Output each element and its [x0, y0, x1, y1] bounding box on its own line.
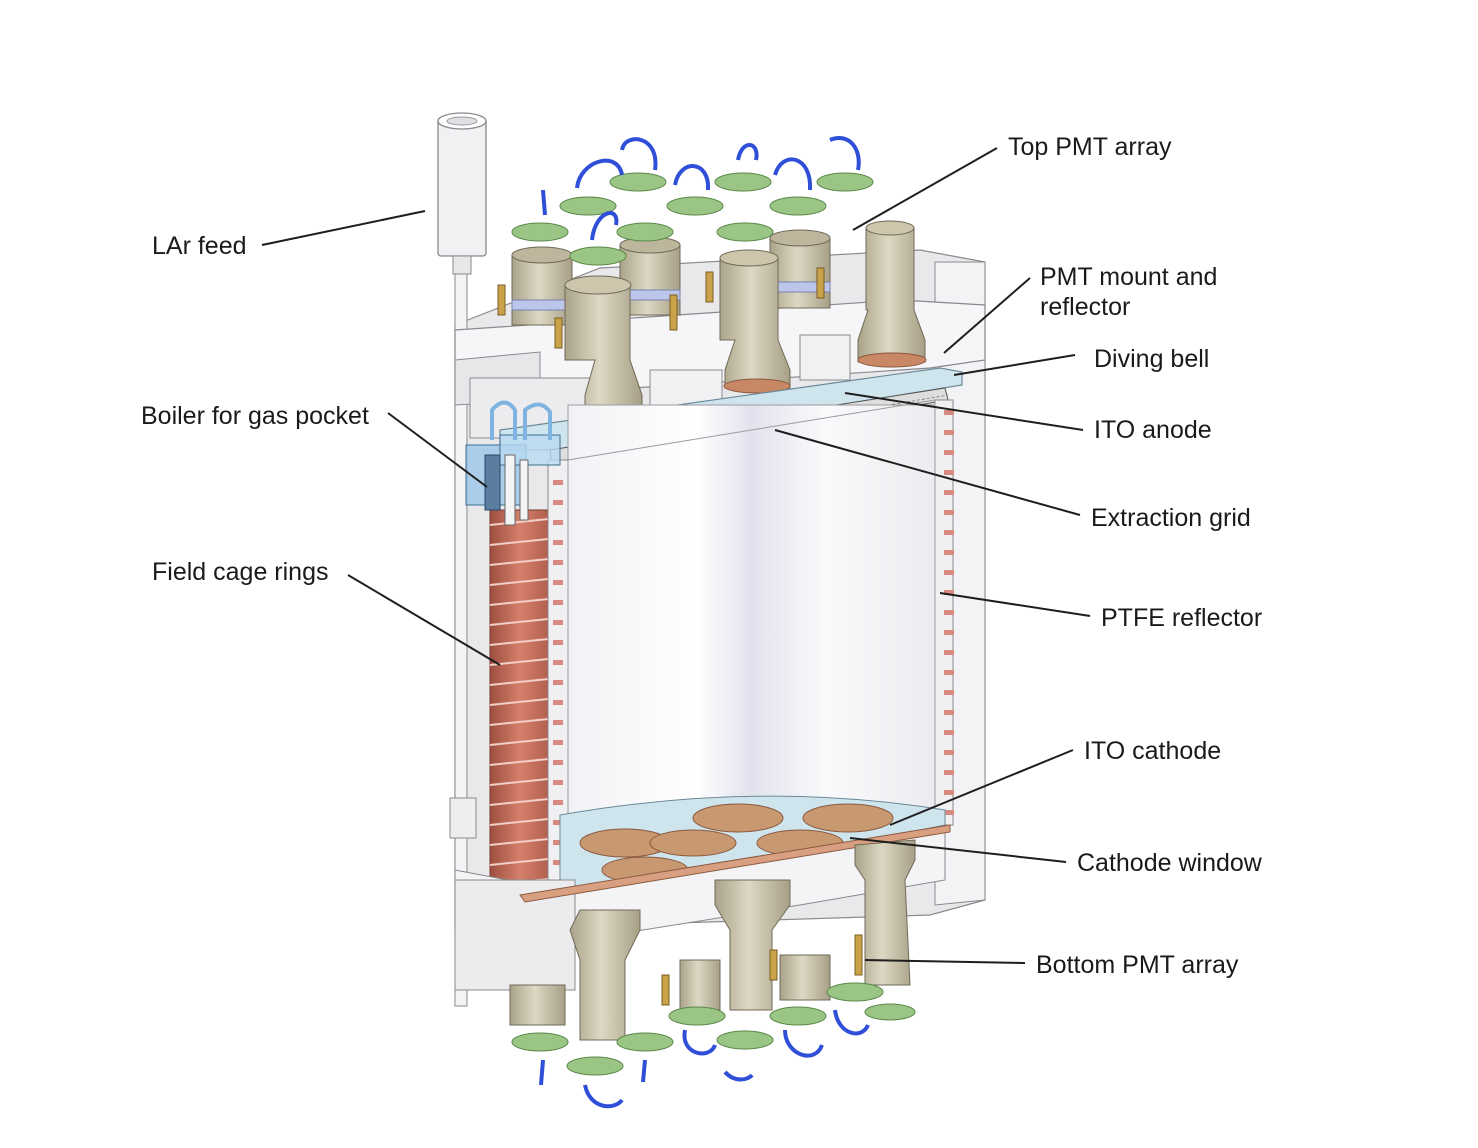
field-cage-ring-edge: [553, 700, 563, 705]
field-cage-ring-edge: [944, 630, 954, 635]
field-cage-ring-edge: [553, 660, 563, 665]
leader-ito-anode: [844, 392, 1084, 431]
field-cage-ring-edge: [553, 580, 563, 585]
field-cage: [489, 399, 954, 901]
label-ito-anode: ITO anode: [1094, 416, 1212, 444]
field-cage-ring-edge: [944, 610, 954, 615]
field-cage-ring-edge: [944, 470, 954, 475]
field-cage-ring-edge: [553, 640, 563, 645]
boiler: [465, 400, 561, 526]
field-cage-ring-edge: [944, 770, 954, 775]
leader-extraction-grid: [774, 429, 1081, 516]
field-cage-ring-edge: [944, 550, 954, 555]
field-cage-ring-edge: [944, 450, 954, 455]
field-cage-ring-edge: [944, 570, 954, 575]
field-cage-ring-edge: [944, 690, 954, 695]
leader-ptfe: [939, 592, 1091, 617]
field-cage-ring-edge: [553, 740, 563, 745]
label-ito-cathode: ITO cathode: [1084, 737, 1222, 765]
leader-bottom-pmt: [864, 959, 1026, 964]
field-cage-ring-edge: [553, 480, 563, 485]
field-cage-ring-edge: [944, 650, 954, 655]
field-cage-ring-edge: [553, 760, 563, 765]
leader-ito-cathode: [889, 749, 1074, 826]
field-cage-ring-edge: [944, 670, 954, 675]
field-cage-ring-edge: [944, 810, 954, 815]
label-diving-bell: Diving bell: [1094, 345, 1210, 373]
field-cage-ring-edge: [944, 790, 954, 795]
label-extraction-grid: Extraction grid: [1091, 504, 1251, 532]
label-ptfe-reflector: PTFE reflector: [1101, 604, 1263, 632]
label-pmt-mount-line2: reflector: [1040, 293, 1131, 321]
label-field-cage: Field cage rings: [152, 558, 329, 586]
field-cage-ring-edge: [553, 840, 563, 845]
field-cage-ring-edge: [944, 430, 954, 435]
field-cage-ring-edge: [944, 590, 954, 595]
field-cage-ring-edge: [944, 410, 954, 415]
cathode-and-bottom: [454, 795, 951, 991]
field-cage-ring-edge: [553, 680, 563, 685]
label-cathode-window: Cathode window: [1077, 849, 1262, 877]
field-cage-ring-edge: [553, 720, 563, 725]
leader-field-cage: [347, 574, 501, 666]
field-cage-ring-edge: [553, 500, 563, 505]
label-lar-feed: LAr feed: [152, 232, 247, 260]
field-cage-ring-edge: [553, 560, 563, 565]
field-cage-ring-edge: [553, 820, 563, 825]
field-cage-ring-edge: [553, 520, 563, 525]
label-pmt-mount-line1: PMT mount and: [1040, 263, 1218, 291]
field-cage-ring-edge: [944, 710, 954, 715]
leader-cathode-window: [849, 837, 1067, 863]
label-bottom-pmt: Bottom PMT array: [1036, 951, 1239, 979]
field-cage-ring-edge: [944, 490, 954, 495]
field-cage-ring-edge: [553, 800, 563, 805]
field-cage-ring-edge: [553, 600, 563, 605]
field-cage-ring-edge: [553, 620, 563, 625]
field-cage-ring-edge: [944, 510, 954, 515]
leader-lar-feed: [261, 210, 426, 246]
lar-feed-pipe: [437, 112, 487, 1007]
top-pmt-array: [497, 136, 927, 422]
leader-boiler: [387, 412, 488, 488]
field-cage-ring-edge: [944, 730, 954, 735]
leader-pmt-mount: [943, 277, 1031, 354]
leader-diving-bell: [953, 354, 1076, 376]
bottom-pmt-array: [509, 839, 916, 1109]
field-cage-ring-edge: [944, 530, 954, 535]
label-boiler: Boiler for gas pocket: [141, 402, 369, 430]
field-cage-ring-edge: [553, 540, 563, 545]
field-cage-ring-edge: [944, 750, 954, 755]
leader-top-pmt: [852, 147, 998, 231]
label-top-pmt: Top PMT array: [1008, 133, 1172, 161]
field-cage-ring-edge: [553, 780, 563, 785]
leader-lines: [261, 147, 1091, 964]
field-cage-ring-edge: [553, 860, 563, 865]
ptfe-reflector: [567, 404, 936, 826]
